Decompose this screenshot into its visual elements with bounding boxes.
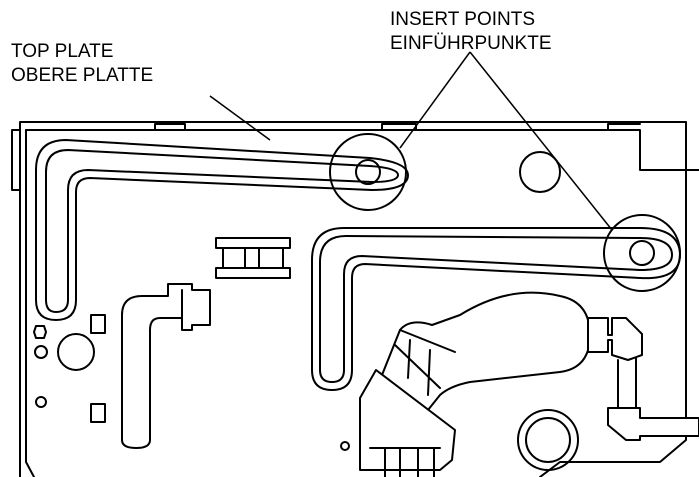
- hole-bottom-small: [340, 441, 350, 451]
- cam-arm-lower: [359, 369, 456, 471]
- slot-rect-1: [90, 314, 106, 334]
- right-link: [587, 317, 643, 361]
- right-link-foot: [607, 407, 699, 441]
- leader-insert-2: [469, 51, 613, 231]
- insert-point-2-pin: [629, 240, 655, 266]
- leader-top-plate: [209, 95, 271, 141]
- left-slot-outer: [35, 139, 409, 321]
- left-slot-inner: [45, 149, 399, 313]
- spool: [215, 237, 291, 279]
- hole-left-small-2: [35, 396, 47, 408]
- top-plate-label-de: OBERE PLATTE: [11, 65, 154, 86]
- hole-left-small-1: [34, 345, 48, 359]
- slot-rect-2: [90, 403, 106, 423]
- hole-bottom-large-inner: [525, 417, 571, 463]
- right-slot-inner: [319, 235, 673, 383]
- cam-arm-lines: [394, 329, 456, 396]
- insert-points-label-en: INSERT POINTS: [390, 9, 535, 30]
- plate-left-edge: [25, 129, 35, 477]
- hole-top-right: [519, 151, 561, 193]
- cam-arm-lower-lines: [369, 447, 441, 477]
- hole-left-large: [57, 333, 95, 371]
- top-plate-label-en: TOP PLATE: [11, 41, 114, 62]
- top-plate-outline: [11, 121, 699, 477]
- insert-points-label-de: EINFÜHRPUNKTE: [390, 33, 552, 54]
- slot-hex: [33, 325, 47, 339]
- right-link-rod: [617, 357, 637, 409]
- top-notch-1: [154, 123, 186, 131]
- right-slot-outer: [311, 227, 681, 391]
- insert-point-2: [603, 214, 681, 292]
- left-lever: [121, 283, 211, 449]
- top-notch-3: [607, 123, 641, 131]
- hole-bottom-large-outer: [517, 409, 579, 471]
- cam-arm: [375, 291, 591, 421]
- insert-point-1: [329, 133, 407, 211]
- insert-point-1-pin: [355, 159, 381, 185]
- leader-insert-1: [399, 51, 471, 149]
- plate-right-edge: [539, 169, 687, 477]
